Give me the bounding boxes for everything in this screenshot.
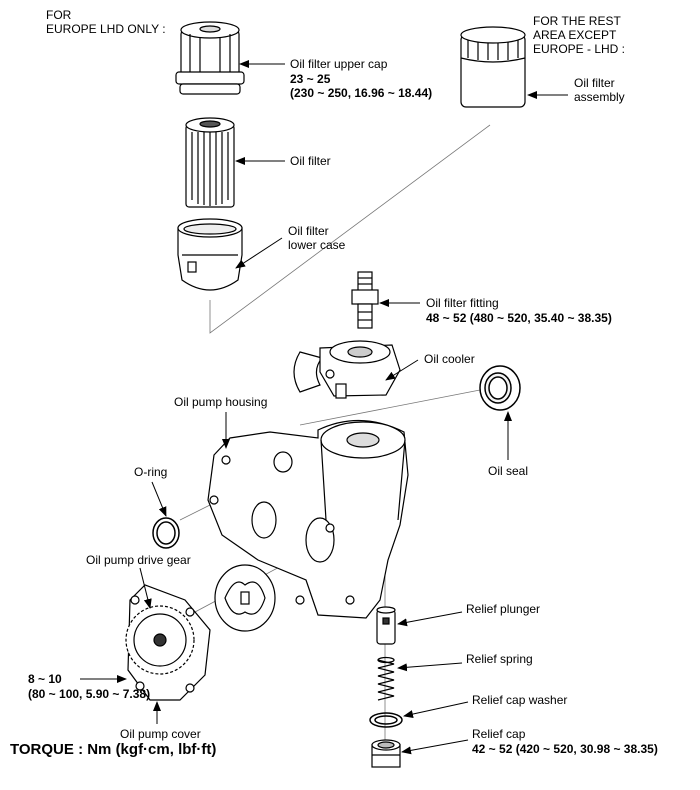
oil-pump-cover	[125, 584, 211, 701]
oil-filter-fitting	[351, 271, 379, 329]
label-cover-torque2: (80 ~ 100, 5.90 ~ 7.38)	[28, 687, 151, 701]
oil-filter-assembly	[460, 26, 526, 108]
oil-filter-lower-case	[177, 218, 243, 291]
relief-cap	[371, 739, 401, 768]
label-cover-torque1: 8 ~ 10	[28, 672, 62, 686]
label-oil-cooler: Oil cooler	[424, 352, 475, 366]
o-ring	[152, 517, 180, 549]
label-filter-assembly-line1: Oil filter	[574, 76, 615, 90]
label-fitting: Oil filter fitting	[426, 296, 499, 310]
label-oil-seal: Oil seal	[488, 464, 529, 478]
label-relief-plunger: Relief plunger	[466, 602, 541, 616]
leader-arrows	[80, 60, 568, 755]
oil-pump-housing	[207, 419, 409, 619]
label-rest-area-line2: AREA EXCEPT	[533, 28, 617, 42]
label-filter-assembly-line2: assembly	[574, 90, 625, 104]
torque-units-legend: TORQUE : Nm (kgf·cm, lbf·ft)	[10, 741, 217, 758]
label-relief-cap: Relief cap	[472, 727, 526, 741]
oil-cooler	[293, 340, 401, 399]
label-oil-filter: Oil filter	[290, 154, 331, 168]
label-upper-cap-torque1: 23 ~ 25	[290, 72, 331, 86]
label-pump-housing: Oil pump housing	[174, 395, 268, 409]
label-lower-case-line1: Oil filter	[288, 224, 329, 238]
oil-filter-upper-cap	[175, 21, 245, 95]
label-o-ring: O-ring	[134, 465, 168, 479]
label-lower-case-line2: lower case	[288, 238, 346, 252]
label-rest-area-line1: FOR THE REST	[533, 14, 621, 28]
oil-filter-element	[185, 117, 235, 208]
label-relief-cap-torque: 42 ~ 52 (420 ~ 520, 30.98 ~ 38.35)	[472, 742, 658, 756]
relief-cap-washer	[369, 712, 403, 728]
oil-seal	[479, 365, 521, 411]
label-fitting-torque: 48 ~ 52 (480 ~ 520, 35.40 ~ 38.35)	[426, 311, 612, 325]
relief-plunger	[376, 606, 396, 645]
label-relief-spring: Relief spring	[466, 652, 533, 666]
label-upper-cap: Oil filter upper cap	[290, 57, 388, 71]
label-europe-lhd-line2: EUROPE LHD ONLY :	[46, 22, 166, 36]
label-pump-cover: Oil pump cover	[120, 727, 201, 741]
oil-pump-rotors	[214, 564, 276, 632]
label-upper-cap-torque2: (230 ~ 250, 16.96 ~ 18.44)	[290, 86, 433, 100]
relief-spring	[377, 656, 395, 701]
label-drive-gear: Oil pump drive gear	[86, 553, 191, 567]
label-rest-area-line3: EUROPE - LHD :	[533, 42, 626, 56]
label-europe-lhd-line1: FOR	[46, 8, 72, 22]
label-relief-cap-washer: Relief cap washer	[472, 693, 568, 707]
